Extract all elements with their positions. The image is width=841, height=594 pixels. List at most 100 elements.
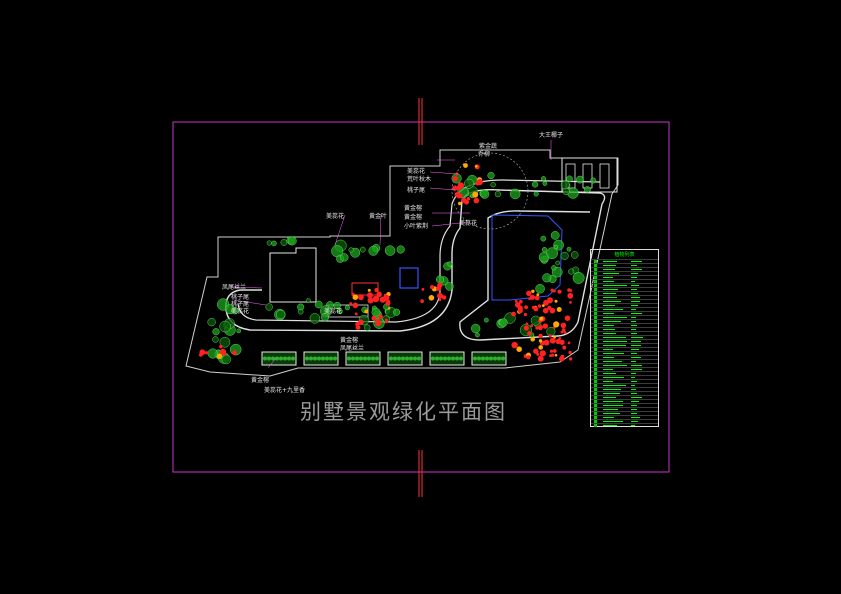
legend-spec-line: [631, 349, 639, 350]
flower-symbol: [530, 324, 534, 328]
legend-spec-line: [631, 265, 637, 266]
hedge-shrub: [497, 356, 501, 361]
flower-symbol: [547, 298, 551, 302]
hedge-shrub: [389, 356, 393, 361]
flower-symbol: [529, 294, 536, 300]
legend-symbol: [594, 392, 597, 395]
flower-symbol: [543, 339, 550, 346]
legend-row: [591, 267, 658, 272]
hedge-shrub: [435, 356, 439, 361]
flower-symbol: [384, 318, 388, 322]
legend-symbol: [594, 284, 597, 287]
tree-symbol: [364, 324, 371, 331]
flower-symbol: [511, 341, 518, 349]
flower-symbol: [383, 293, 387, 297]
legend-spec-line: [631, 417, 640, 418]
legend-row: [591, 391, 658, 396]
water-feature: [399, 267, 419, 289]
flower-symbol: [562, 345, 567, 350]
flower-symbol: [560, 354, 565, 359]
tree-symbol: [333, 302, 341, 310]
flower-symbol: [538, 339, 543, 343]
legend-symbol: [594, 264, 597, 267]
legend-symbol: [594, 288, 597, 291]
legend-spec-line: [631, 421, 638, 422]
flower-symbol: [463, 163, 468, 168]
flower-symbol: [430, 285, 435, 290]
flower-symbol: [437, 292, 443, 299]
hedge-shrub: [451, 356, 455, 361]
legend-row: [591, 287, 658, 292]
flower-symbol: [561, 328, 566, 332]
legend-name-line: [603, 333, 616, 334]
legend-spec-line: [631, 361, 636, 362]
hedge-shrub: [275, 356, 279, 361]
legend-row: [591, 335, 658, 340]
tree-symbol: [219, 336, 231, 348]
pavilion: [351, 282, 379, 296]
flower-symbol: [542, 323, 548, 329]
flower-symbol: [473, 197, 480, 204]
legend-symbol: [594, 260, 597, 263]
legend-spec-line: [631, 301, 640, 302]
hedge-shrub: [305, 356, 309, 361]
legend-name-line: [603, 413, 620, 414]
tree-symbol: [480, 189, 490, 199]
legend-spec-line: [631, 409, 637, 410]
plant-label: 小叶紫荆: [404, 223, 429, 230]
flower-symbol: [458, 201, 462, 206]
hedge-shrub: [271, 356, 275, 361]
plant-label: 美蕊花+九里香: [264, 387, 306, 394]
tree-symbol: [571, 251, 579, 259]
hedge-shrub: [351, 356, 355, 361]
legend-spec-line: [631, 413, 637, 414]
tree-symbol: [447, 261, 453, 267]
legend-symbol: [594, 396, 597, 399]
tree-symbol: [219, 320, 231, 333]
legend-name-line: [603, 401, 623, 402]
legend-name-line: [603, 313, 614, 314]
legend-name-line: [603, 289, 618, 290]
legend-symbol: [594, 300, 597, 303]
flower-symbol: [535, 326, 539, 330]
legend-symbol: [594, 276, 597, 279]
flower-symbol: [567, 292, 574, 299]
flower-symbol: [461, 197, 467, 203]
legend-row: [591, 279, 658, 284]
flower-symbol: [537, 355, 544, 362]
flower-symbol: [367, 288, 371, 292]
legend-name-line: [603, 293, 616, 294]
legend-row: [591, 399, 658, 404]
flower-symbol: [554, 299, 558, 303]
hedge-shrub: [417, 356, 421, 361]
legend-name-line: [603, 417, 614, 418]
legend-row: [591, 367, 658, 372]
flower-symbol: [371, 315, 377, 321]
legend-symbol: [594, 352, 597, 355]
flower-symbol: [523, 325, 530, 331]
hedge-shrub: [455, 356, 459, 361]
tree-symbol: [305, 298, 311, 303]
tree-symbol: [550, 231, 560, 240]
hedge-shrub: [333, 356, 337, 361]
plant-label: 美蕊花: [407, 168, 426, 175]
flower-symbol: [553, 321, 560, 328]
legend-symbol: [594, 380, 597, 383]
legend-spec-line: [631, 293, 638, 294]
legend-name-line: [603, 261, 617, 262]
flower-symbol: [543, 299, 549, 306]
hedge-shrub: [439, 356, 443, 361]
flower-symbol: [219, 344, 223, 349]
tree-symbol: [359, 246, 366, 253]
legend-name-line: [603, 277, 613, 278]
site-boundary: [185, 149, 619, 377]
hedge-shrub: [367, 356, 371, 361]
legend-symbol: [594, 308, 597, 311]
legend-symbol: [594, 420, 597, 423]
hedge-shrub: [359, 356, 363, 361]
legend-row: [591, 331, 658, 336]
legend-spec-line: [631, 357, 641, 358]
legend-name-line: [603, 353, 624, 354]
tree-symbol: [541, 176, 547, 182]
